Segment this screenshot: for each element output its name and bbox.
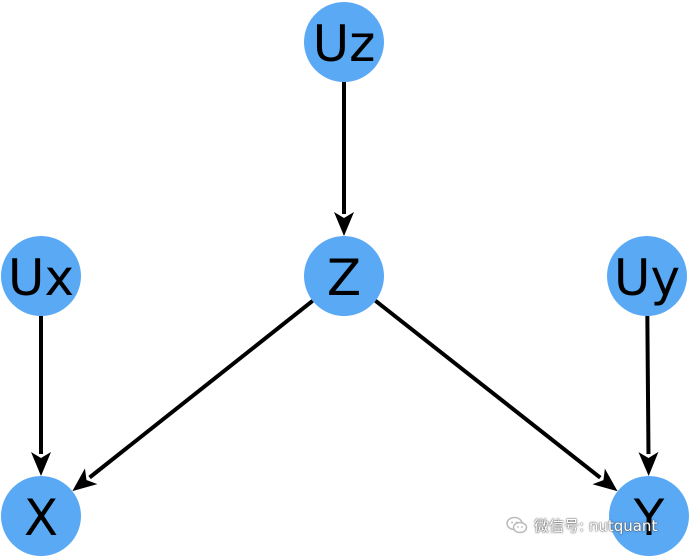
node-ux: Ux [1,236,81,316]
wechat-icon [506,516,528,534]
edge-z-to-x [72,299,314,492]
arrowhead [638,451,659,477]
node-circle [607,236,687,316]
arrowhead [334,212,354,236]
edge-line [374,299,602,480]
node-label: Z [327,249,361,307]
edges-layer [31,82,659,492]
node-label: Ux [8,249,74,307]
node-z: Z [304,236,384,316]
arrowhead [592,468,618,492]
arrowhead [31,452,51,476]
watermark-text: 微信号: nutquant [534,516,658,535]
node-label: Uz [313,15,376,73]
node-circle [1,236,81,316]
node-label: Y [633,489,665,547]
node-circle [304,236,384,316]
edge-uz-to-z [334,82,354,236]
node-uz: Uz [304,2,384,82]
arrowhead [72,468,98,492]
edge-z-to-y [374,299,618,492]
node-circle [304,2,384,82]
edge-line [645,315,651,455]
node-circle [1,476,81,556]
edge-ux-to-x [31,316,51,476]
node-circle [609,476,689,556]
node-label: Uy [614,249,680,307]
node-y: Y [609,476,689,556]
node-uy: Uy [607,236,687,316]
watermark: 微信号: nutquant [506,514,657,536]
node-x: X [1,476,81,556]
edge-line [88,299,314,480]
node-label: X [24,489,58,547]
edge-uy-to-y [638,315,659,477]
